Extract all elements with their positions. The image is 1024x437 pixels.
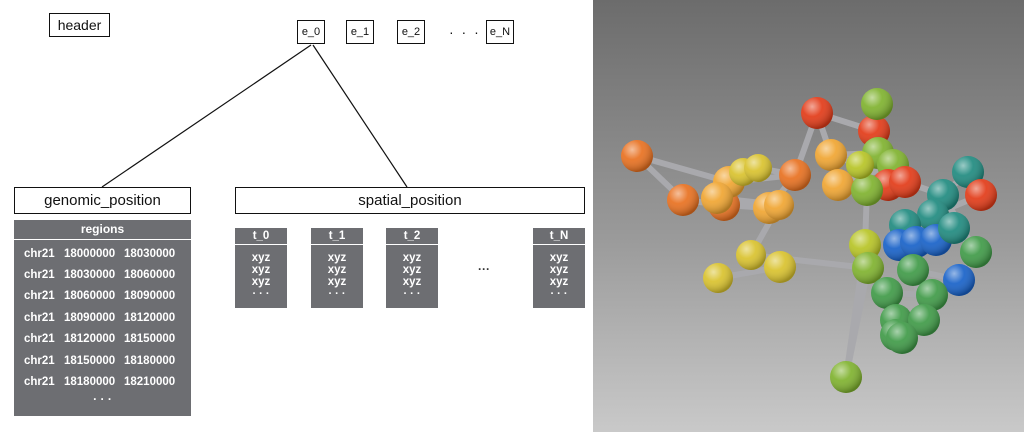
structure-bead — [916, 279, 948, 311]
structure-bead — [736, 240, 766, 270]
connector-e0-spatial — [312, 44, 408, 188]
genomic-position-box: genomic_position — [14, 187, 191, 214]
timesteps-ellipsis: ··· — [478, 262, 490, 276]
structure-3d-svg — [621, 88, 997, 393]
regions-table: regions chr21 18000000 18030000 chr21 18030… — [14, 220, 191, 416]
structure-bead — [744, 154, 772, 182]
structure-bead — [871, 277, 903, 309]
tree-connectors — [101, 44, 408, 188]
structure-bead — [830, 361, 862, 393]
region-end: 18090000 — [124, 290, 176, 303]
region-chrom: chr21 — [24, 333, 55, 346]
structure-bead — [861, 88, 893, 120]
timestep-table-t0: t_0 xyz xyz xyz · · · — [235, 228, 287, 308]
region-end: 18210000 — [124, 376, 176, 389]
timestep-label: t_1 — [311, 228, 363, 245]
timestep-table-t2: t_2 xyz xyz xyz · · · — [386, 228, 438, 308]
structure-bead — [938, 212, 970, 244]
region-chrom: chr21 — [24, 311, 55, 324]
region-chrom: chr21 — [24, 376, 55, 389]
structure-bead — [667, 184, 699, 216]
structure-bead — [965, 179, 997, 211]
structure-bead — [960, 236, 992, 268]
entry-box-e1: e_1 — [346, 20, 374, 44]
region-chrom: chr21 — [24, 269, 55, 282]
structure-bead — [897, 254, 929, 286]
region-start: 18030000 — [64, 269, 116, 282]
structure-bead — [701, 182, 733, 214]
structure-bead — [943, 264, 975, 296]
structure-bead — [815, 139, 847, 171]
structure-bead — [621, 140, 653, 172]
timestep-label: t_0 — [235, 228, 287, 245]
region-start: 18180000 — [64, 376, 116, 389]
xyz-cell: xyz — [251, 252, 271, 264]
xyz-cell: xyz — [327, 264, 347, 276]
timestep-ellipsis: · · · — [252, 288, 270, 300]
region-start: 18090000 — [64, 311, 116, 324]
structure-bead — [764, 251, 796, 283]
structure-bead — [886, 322, 918, 354]
region-start: 18000000 — [64, 247, 116, 260]
timestep-label: t_2 — [386, 228, 438, 245]
region-row: chr21 18000000 18030000 — [14, 243, 191, 264]
structure-bead — [908, 304, 940, 336]
entry-box-e2: e_2 — [397, 20, 425, 44]
region-row: chr21 18180000 18210000 — [14, 371, 191, 392]
structure-3d-render — [593, 0, 1024, 432]
structure-bead — [889, 166, 921, 198]
xyz-cell: xyz — [549, 276, 569, 288]
region-end: 18030000 — [124, 247, 176, 260]
region-row: chr21 18090000 18120000 — [14, 307, 191, 328]
region-row: chr21 18030000 18060000 — [14, 264, 191, 285]
structure-bead — [779, 159, 811, 191]
structure-bead — [851, 174, 883, 206]
structure-bead — [846, 151, 874, 179]
structure-bead — [852, 252, 884, 284]
xyz-cell: xyz — [549, 264, 569, 276]
regions-table-header: regions — [14, 220, 191, 240]
xyz-cell: xyz — [327, 276, 347, 288]
region-end: 18180000 — [124, 354, 176, 367]
xyz-cell: xyz — [402, 276, 422, 288]
region-end: 18060000 — [124, 269, 176, 282]
spatial-position-box: spatial_position — [235, 187, 585, 214]
header-box: header — [49, 13, 110, 37]
entry-box-eN: e_N — [486, 20, 514, 44]
region-chrom: chr21 — [24, 290, 55, 303]
xyz-cell: xyz — [251, 264, 271, 276]
xyz-cell: xyz — [549, 252, 569, 264]
region-end: 18150000 — [124, 333, 176, 346]
structure-bead — [801, 97, 833, 129]
xyz-cell: xyz — [251, 276, 271, 288]
structure-bead — [764, 190, 794, 220]
xyz-cell: xyz — [402, 264, 422, 276]
region-row: chr21 18150000 18180000 — [14, 350, 191, 371]
xyz-cell: xyz — [327, 252, 347, 264]
region-start: 18120000 — [64, 333, 116, 346]
structure-rod — [843, 265, 871, 380]
timestep-ellipsis: · · · — [403, 288, 421, 300]
region-chrom: chr21 — [24, 354, 55, 367]
connector-e0-genomic — [101, 44, 312, 188]
entries-ellipsis: · · · — [449, 24, 481, 40]
regions-ellipsis: · · · — [93, 391, 112, 406]
region-chrom: chr21 — [24, 247, 55, 260]
timestep-table-tN: t_N xyz xyz xyz · · · — [533, 228, 585, 308]
timestep-ellipsis: · · · — [328, 288, 346, 300]
timestep-ellipsis: · · · — [550, 288, 568, 300]
timestep-table-t1: t_1 xyz xyz xyz · · · — [311, 228, 363, 308]
structure-bead — [703, 263, 733, 293]
structure-bead — [822, 169, 854, 201]
region-end: 18120000 — [124, 311, 176, 324]
region-start: 18150000 — [64, 354, 116, 367]
region-row: chr21 18060000 18090000 — [14, 286, 191, 307]
timestep-label: t_N — [533, 228, 585, 245]
region-start: 18060000 — [64, 290, 116, 303]
entry-box-e0: e_0 — [297, 20, 325, 44]
xyz-cell: xyz — [402, 252, 422, 264]
region-row: chr21 18120000 18150000 — [14, 329, 191, 350]
